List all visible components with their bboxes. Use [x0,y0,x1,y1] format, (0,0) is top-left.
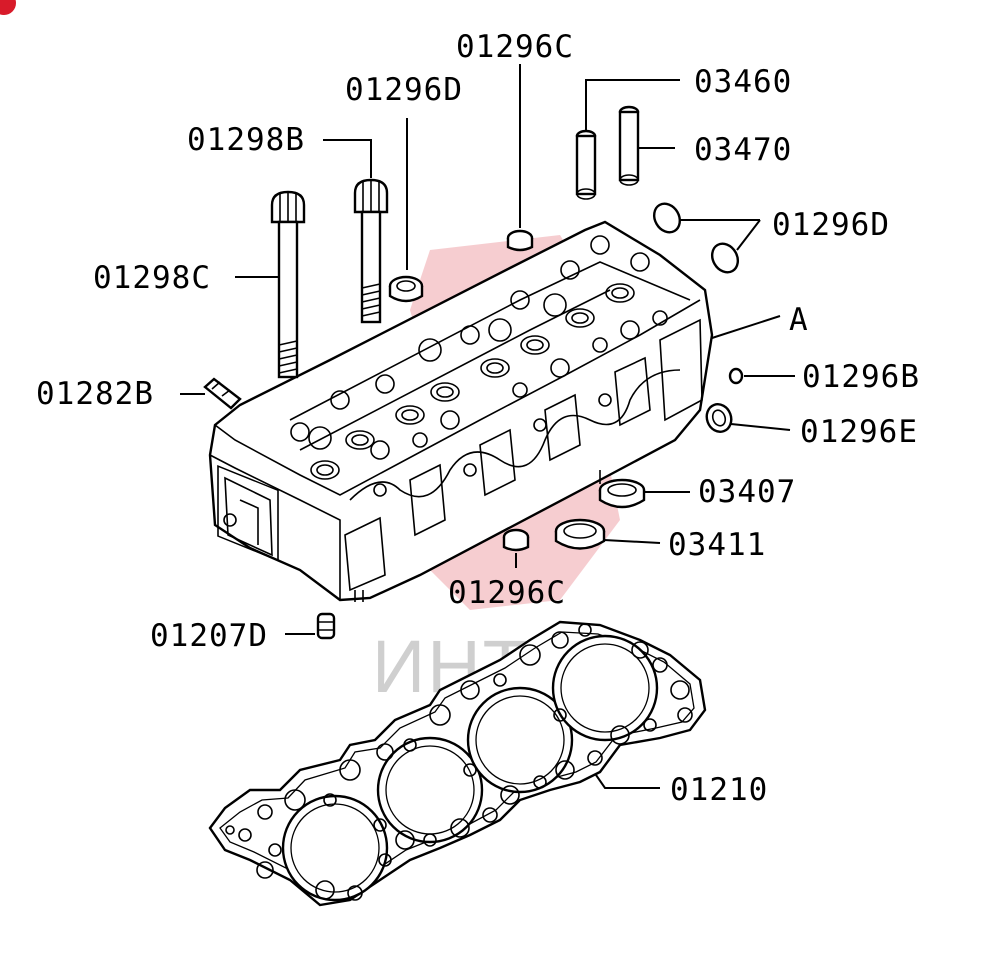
label-01210: 01210 [670,772,768,808]
cylinder-head [208,220,714,602]
label-01282B: 01282B [36,376,154,412]
seat-ring-03411 [554,518,606,550]
label-01296C-top: 01296C [456,29,574,65]
plug-01296E [705,403,733,433]
valve-seat-row [310,283,635,480]
head-bolt-01298C [270,190,306,379]
label-A: A [789,302,809,338]
label-01296C-bottom: 01296C [448,575,566,611]
label-03470: 03470 [694,132,792,168]
corner-badge [0,0,16,15]
label-01296B: 01296B [802,359,920,395]
head-gasket [208,620,707,907]
part-labels: 01296C 03460 01296D 03470 01298B 01296D … [36,29,920,808]
expansion-plugs-01296D [652,202,740,274]
label-01296E: 01296E [800,414,918,450]
valve-guide-03470 [618,105,640,186]
head-bolt-holes [290,235,668,497]
label-03411: 03411 [668,527,766,563]
label-01296D-top: 01296D [345,72,463,108]
seal-ring-01296D-top [388,275,424,303]
seal-cap-01296C-bottom [502,528,530,552]
seat-ring-03407 [598,478,646,509]
dowel-01207D [316,612,336,640]
gasket-holes [225,623,693,901]
plug-01296B [728,367,744,385]
valve-guide-03460 [575,129,597,200]
label-01298C: 01298C [93,260,211,296]
head-bolt-01298B [353,178,389,324]
seal-cap-01296C-top [506,229,534,252]
label-03460: 03460 [694,64,792,100]
label-01298B: 01298B [187,122,305,158]
label-03407: 03407 [698,474,796,510]
leader-lines [180,64,795,789]
dowel-pin-01282B [203,377,242,410]
label-01207D: 01207D [150,618,268,654]
label-01296D-right: 01296D [772,207,890,243]
